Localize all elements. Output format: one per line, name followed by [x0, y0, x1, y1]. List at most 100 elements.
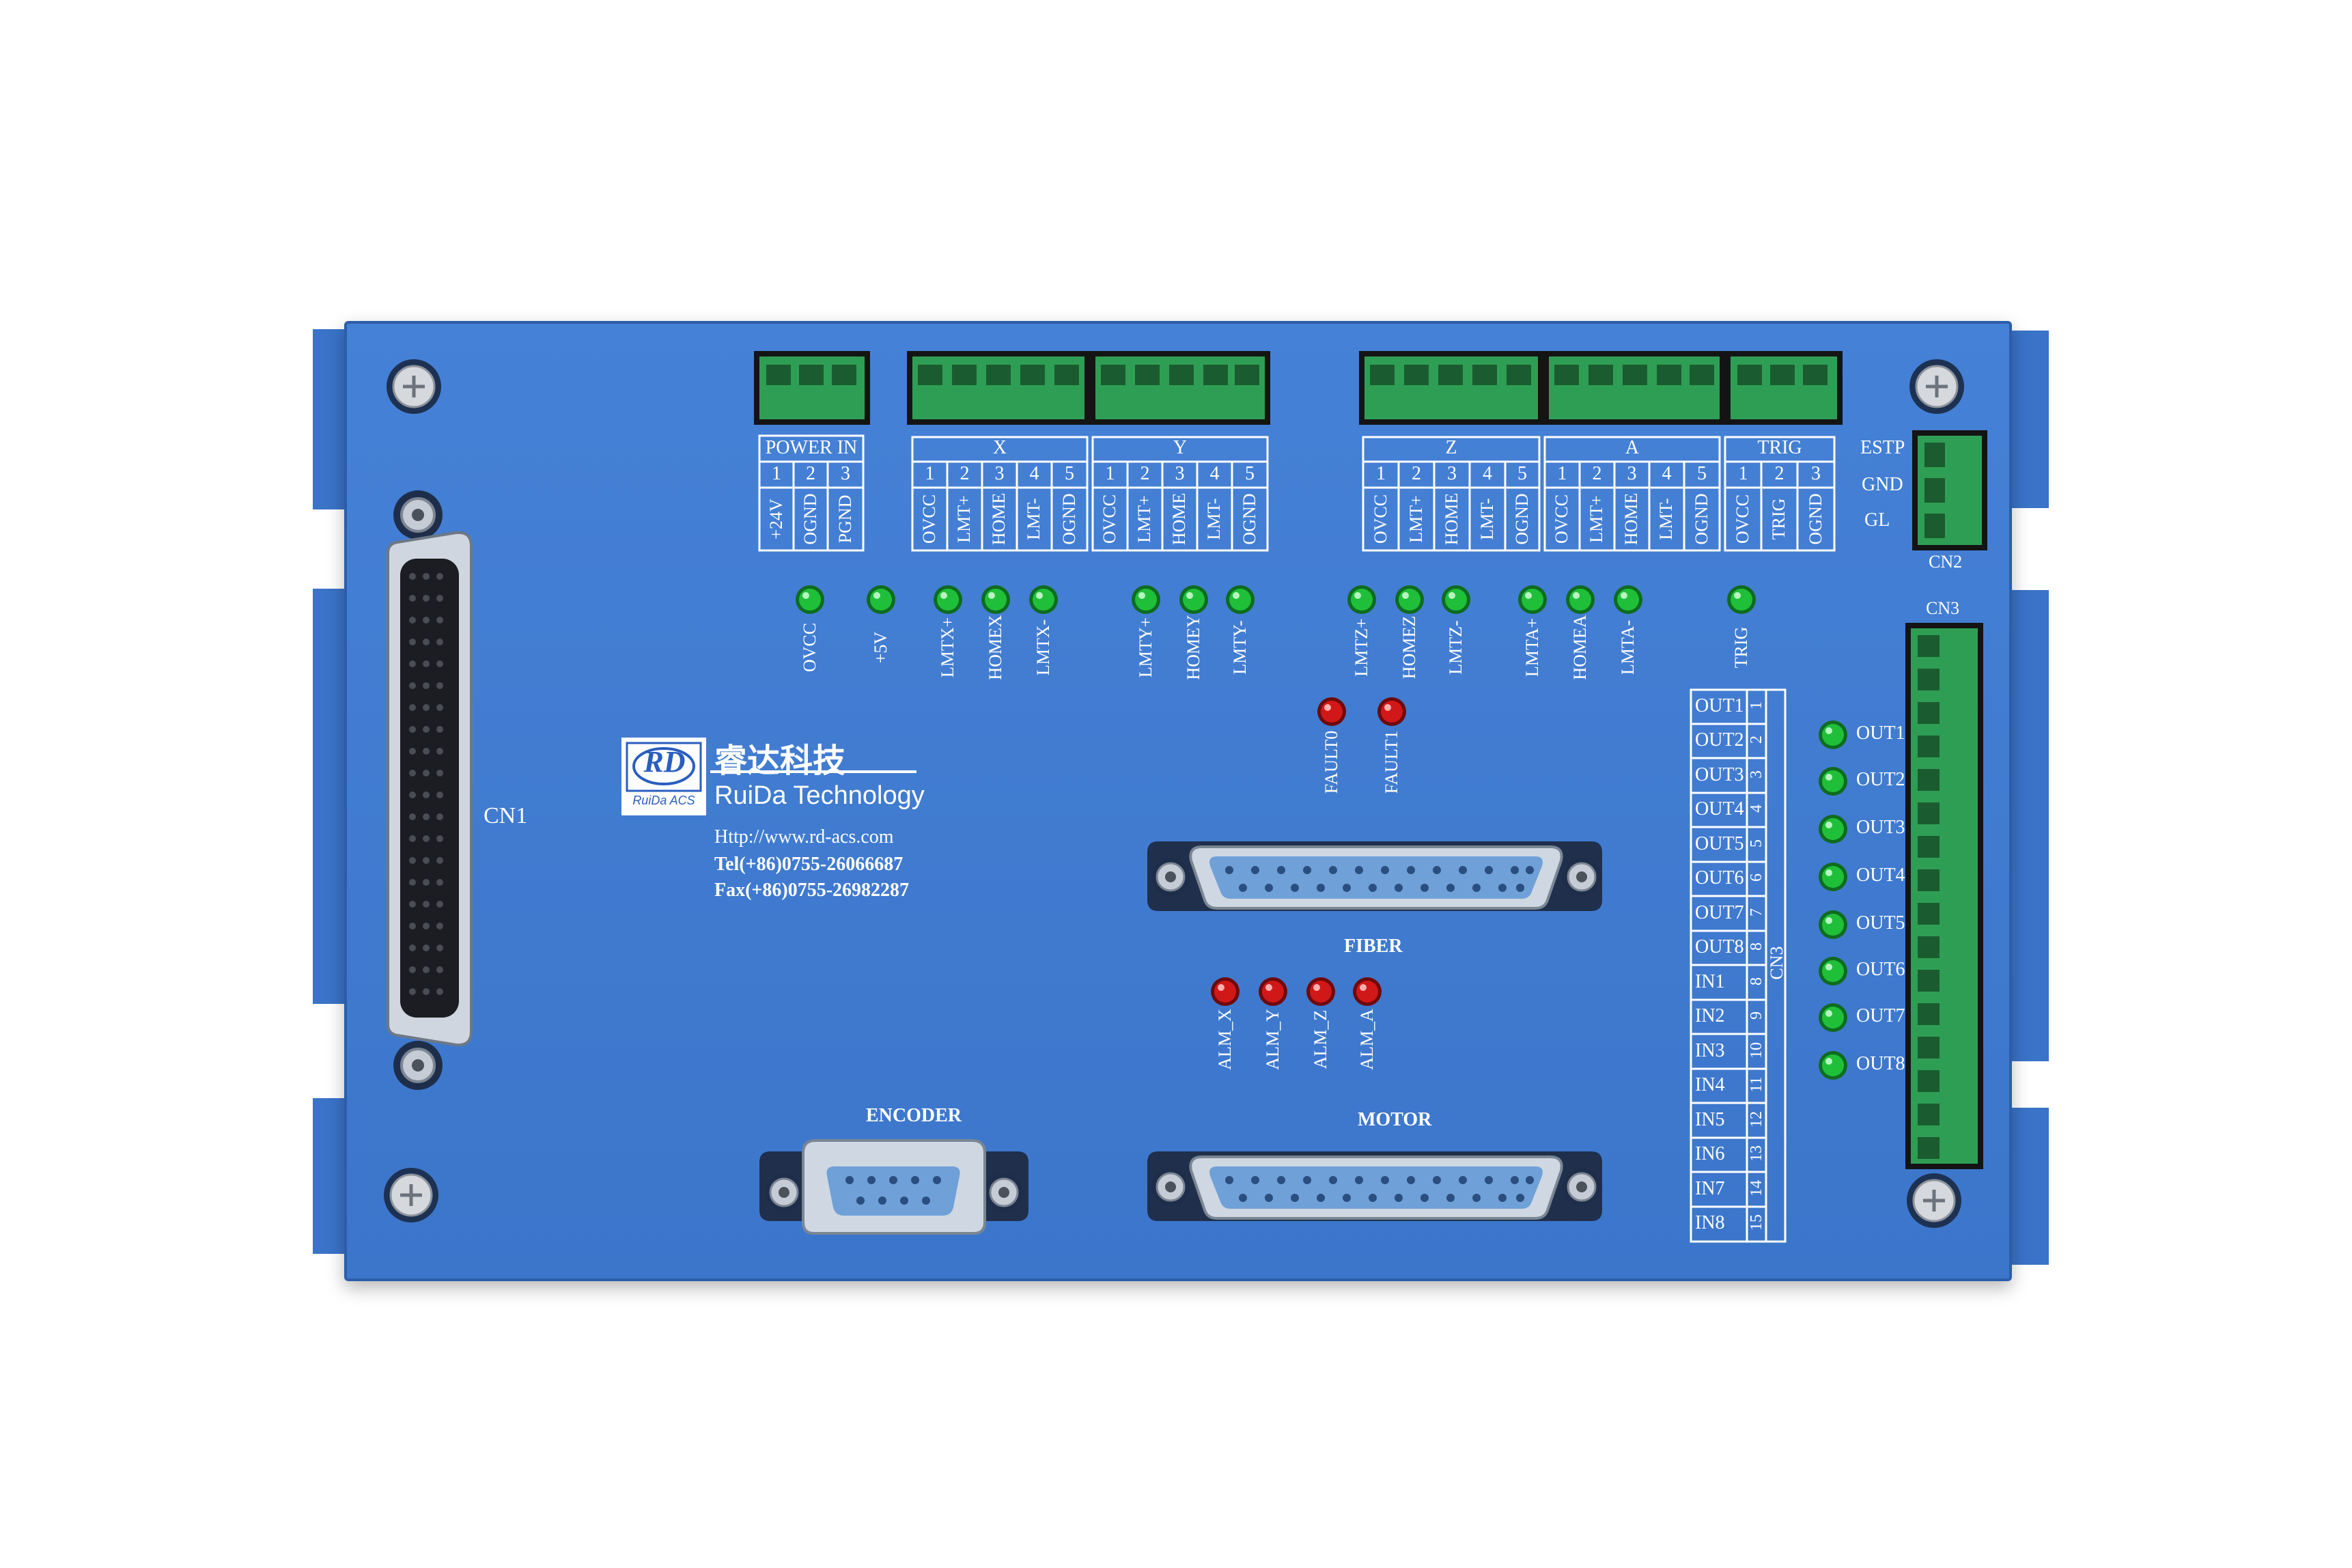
led-label: LMTZ- — [1446, 620, 1466, 675]
brand-en-name: RuiDa Technology — [714, 781, 925, 810]
motor-label: MOTOR — [1358, 1109, 1432, 1130]
pin-label: OGND — [1692, 493, 1711, 545]
pin-label: LMT- — [1024, 498, 1044, 540]
encoder-label: ENCODER — [866, 1105, 962, 1126]
pin-label: OVCC — [919, 494, 939, 544]
pin-number: 1 — [1557, 463, 1567, 484]
pin-number: 1 — [925, 463, 935, 484]
cn3-signal-name: IN2 — [1695, 1005, 1725, 1026]
cn3-signal-name: IN6 — [1695, 1143, 1725, 1164]
cn3-pin-number: 14 — [1748, 1180, 1765, 1196]
fault-led-label: FAULT1 — [1382, 730, 1401, 794]
led-label: LMTA- — [1618, 619, 1638, 675]
out-led-label: OUT8 — [1856, 1053, 1905, 1074]
out-led-label: OUT2 — [1856, 769, 1905, 790]
cn3-signal-name: OUT6 — [1695, 867, 1744, 888]
cn3-signal-name: IN5 — [1695, 1109, 1725, 1130]
terminal-table-title: POWER IN — [765, 437, 858, 458]
pin-label: LMT+ — [954, 495, 974, 543]
led-label: LMTZ+ — [1352, 618, 1371, 677]
terminal-z[interactable] — [1359, 351, 1543, 425]
cn3-pin-number: 9 — [1748, 1011, 1765, 1020]
cn3-signal-name: IN3 — [1695, 1040, 1725, 1061]
pin-number: 1 — [1738, 463, 1748, 484]
logo-subtitle: RuiDa ACS — [632, 794, 695, 807]
fiber-connector[interactable] — [1147, 841, 1602, 911]
terminal-table-title: Y — [1173, 437, 1188, 458]
cn3-pin-number: 8 — [1748, 977, 1765, 985]
cn2-pin-label: ESTP — [1860, 437, 1905, 458]
pin-label: OVCC — [1371, 494, 1390, 544]
led-label: +5V — [871, 631, 891, 664]
pin-number: 2 — [1592, 463, 1602, 484]
cn1-connector[interactable] — [387, 490, 473, 1090]
terminal-cn3[interactable] — [1905, 623, 1983, 1169]
cn3-pin-number: 7 — [1748, 908, 1765, 916]
brand-url: Http://www.rd-acs.com — [714, 826, 894, 848]
cn3-pin-number: 5 — [1748, 839, 1765, 848]
led-label: HOMEY — [1184, 615, 1203, 680]
pin-label: LMT+ — [1586, 495, 1606, 543]
led-label: LMTX+ — [938, 617, 957, 678]
terminal-y[interactable] — [1090, 351, 1270, 425]
cn3-pin-number: 4 — [1748, 804, 1765, 813]
pin-number: 1 — [1376, 463, 1386, 484]
terminal-a[interactable] — [1543, 351, 1725, 425]
pin-label: OGND — [800, 493, 820, 545]
pin-label: OVCC — [1733, 494, 1752, 544]
pin-label: OVCC — [1100, 494, 1119, 544]
cn3-signal-name: OUT7 — [1695, 902, 1744, 923]
led-label: HOMEA — [1570, 615, 1590, 680]
pin-number: 3 — [1447, 463, 1457, 484]
pin-label: OGND — [1512, 493, 1532, 545]
terminal-cn2[interactable] — [1912, 430, 1987, 550]
pin-number: 3 — [1627, 463, 1637, 484]
pin-number: 5 — [1517, 463, 1527, 484]
cn3-signal-name: OUT3 — [1695, 764, 1744, 785]
cn3-pin-number: 8 — [1748, 942, 1765, 951]
pin-number: 2 — [960, 463, 970, 484]
terminal-table-title: TRIG — [1757, 437, 1802, 458]
logo-letters: RD — [643, 745, 686, 779]
pin-number: 2 — [1412, 463, 1421, 484]
cn3-pin-number: 11 — [1748, 1076, 1765, 1093]
cn3-pin-number: 10 — [1748, 1042, 1765, 1059]
cn3-signal-name: IN1 — [1695, 971, 1725, 992]
alarm-led-label: ALM_Z — [1311, 1009, 1330, 1069]
out-led-label: OUT7 — [1856, 1005, 1905, 1026]
led-label: LMTY+ — [1136, 617, 1156, 678]
pin-number: 5 — [1065, 463, 1074, 484]
cn2-pin-label: GL — [1864, 509, 1890, 531]
cn3-signal-name: OUT1 — [1695, 695, 1744, 716]
cn3-label: CN3 — [1926, 598, 1960, 618]
terminal-x[interactable] — [907, 351, 1090, 425]
pin-label: LMT+ — [1134, 495, 1154, 543]
pin-number: 3 — [1811, 463, 1821, 484]
terminal-power-in[interactable] — [754, 351, 870, 425]
encoder-connector[interactable] — [759, 1139, 1028, 1235]
led-label: OVCC — [800, 622, 820, 673]
led-label: LMTX- — [1033, 619, 1053, 676]
pin-label: +24V — [766, 499, 786, 540]
led-label: LMTA+ — [1522, 617, 1542, 677]
terminal-trig[interactable] — [1725, 351, 1843, 425]
pin-number: 4 — [1662, 463, 1672, 484]
screw-icon — [1909, 359, 1964, 414]
pin-number: 1 — [1105, 463, 1115, 484]
pin-label: LMT+ — [1406, 495, 1426, 543]
out-led-label: OUT6 — [1856, 959, 1905, 980]
pin-number: 2 — [1140, 463, 1150, 484]
cn3-table-grid — [1690, 688, 1787, 1243]
screw-icon — [387, 359, 441, 414]
led-label: HOMEZ — [1399, 615, 1419, 680]
pin-label: TRIG — [1769, 498, 1789, 540]
terminal-table-title: A — [1625, 437, 1640, 458]
pin-number: 2 — [1774, 463, 1784, 484]
pin-label: OGND — [1059, 493, 1079, 545]
pin-number: 4 — [1029, 463, 1039, 484]
motor-connector[interactable] — [1147, 1151, 1602, 1221]
pin-number: 3 — [994, 463, 1005, 484]
terminal-table-grid — [758, 434, 1836, 552]
brand-cn-name: 睿达科技 — [714, 742, 846, 780]
alarm-led-label: ALM_A — [1357, 1009, 1377, 1070]
